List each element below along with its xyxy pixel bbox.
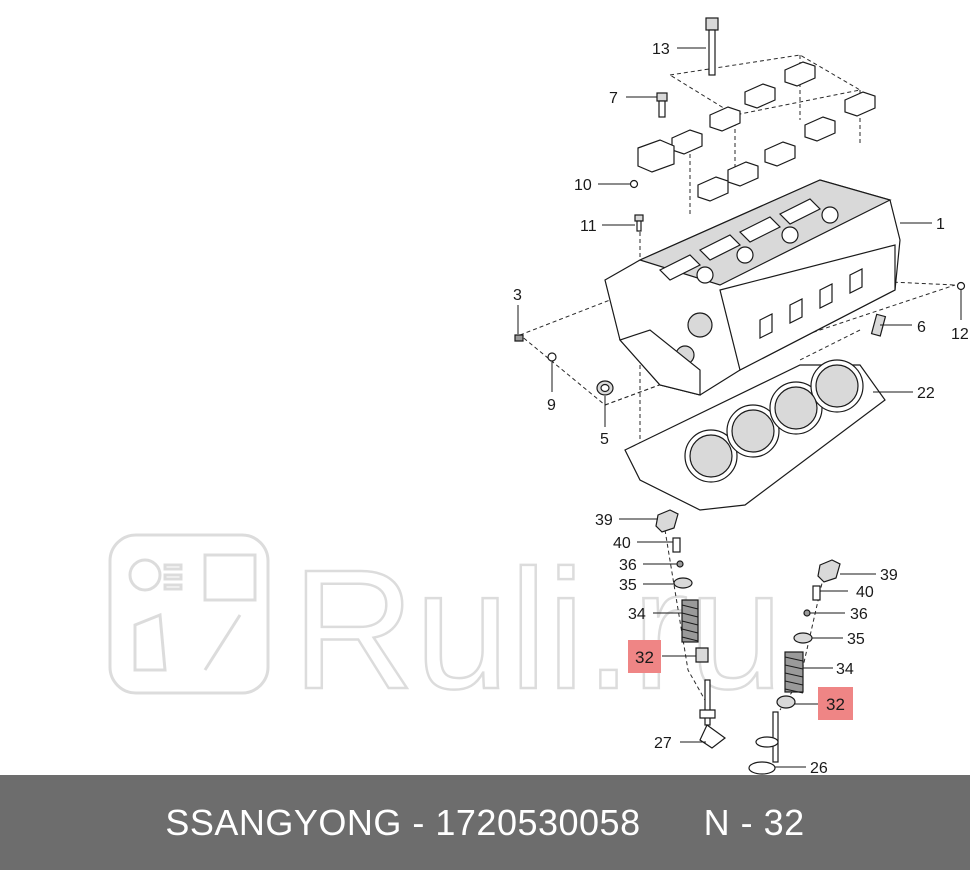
callout-39-left: 39 bbox=[595, 512, 613, 529]
callout-40-left: 40 bbox=[613, 535, 631, 552]
camshaft-caps bbox=[637, 61, 876, 202]
bolt-13 bbox=[705, 17, 719, 76]
callout-13: 13 bbox=[652, 41, 670, 58]
footer-caption: SSANGYONG - 1720530058 N - 32 bbox=[165, 801, 805, 843]
callout-35-left: 35 bbox=[619, 577, 637, 594]
collet-36a bbox=[676, 560, 684, 568]
spring-34b bbox=[784, 651, 804, 694]
callout-36-left: 36 bbox=[619, 557, 637, 574]
head-gasket bbox=[624, 359, 886, 511]
seal-5 bbox=[596, 380, 614, 396]
pin-9 bbox=[547, 352, 557, 362]
parts-diagram: Ruli.ru bbox=[108, 17, 969, 775]
callout-9: 9 bbox=[547, 397, 556, 414]
footer-bar: SSANGYONG - 1720530058 N - 32 bbox=[0, 775, 970, 870]
highlight-32-right bbox=[818, 687, 853, 720]
valve-26 bbox=[748, 711, 779, 775]
callout-22: 22 bbox=[917, 385, 935, 402]
highlight-32-left bbox=[628, 640, 661, 673]
valve-train-left bbox=[655, 509, 727, 749]
callout-40-right: 40 bbox=[856, 584, 874, 601]
bolt-7 bbox=[656, 92, 668, 118]
callout-12: 12 bbox=[951, 326, 969, 343]
stud-6 bbox=[870, 313, 887, 337]
retainer-35b bbox=[793, 632, 813, 644]
pin-10 bbox=[629, 179, 639, 189]
callout-6: 6 bbox=[917, 319, 926, 336]
callout-34-right: 34 bbox=[836, 661, 854, 678]
callout-5: 5 bbox=[600, 431, 609, 448]
callout-32-left: 32 bbox=[635, 648, 654, 667]
valve-27 bbox=[699, 679, 727, 749]
valve-seal-32b bbox=[776, 695, 796, 709]
cylinder-head bbox=[604, 179, 901, 396]
lash-adjuster-40b bbox=[812, 585, 821, 601]
callout-36-right: 36 bbox=[850, 606, 868, 623]
rocker-arm-39a bbox=[655, 509, 679, 533]
pin-12 bbox=[956, 281, 966, 291]
valve-train-right bbox=[748, 559, 841, 775]
callout-27: 27 bbox=[654, 735, 672, 752]
watermark-logo-box bbox=[108, 533, 270, 695]
collet-36b bbox=[803, 609, 811, 617]
lash-adjuster-40a bbox=[672, 537, 681, 553]
callout-10: 10 bbox=[574, 177, 592, 194]
rocker-arm-39b bbox=[817, 559, 841, 583]
callout-1: 1 bbox=[936, 216, 945, 233]
callout-32-right: 32 bbox=[826, 695, 845, 714]
callout-34-left: 34 bbox=[628, 606, 646, 623]
callouts: 13 7 10 11 1 3 12 6 9 5 22 39 40 36 35 3… bbox=[513, 41, 969, 775]
callout-7: 7 bbox=[609, 90, 618, 107]
retainer-35a bbox=[673, 577, 693, 589]
spring-34a bbox=[681, 599, 699, 643]
callout-26: 26 bbox=[810, 760, 828, 775]
callout-3: 3 bbox=[513, 287, 522, 304]
callout-39-right: 39 bbox=[880, 567, 898, 584]
callout-11: 11 bbox=[580, 218, 597, 235]
callout-35-right: 35 bbox=[847, 631, 865, 648]
bolt-11 bbox=[634, 214, 644, 232]
valve-seal-32a bbox=[695, 647, 709, 663]
leader-lines bbox=[517, 47, 962, 768]
plug-3 bbox=[514, 334, 524, 342]
